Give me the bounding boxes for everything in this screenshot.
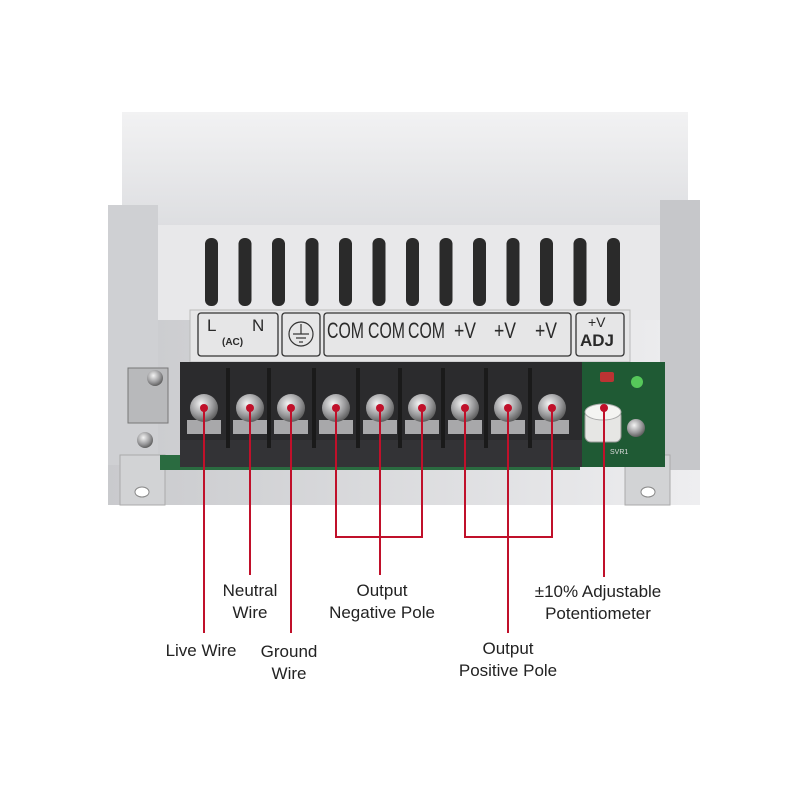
terminal-label-strip xyxy=(189,309,631,363)
label-n: N xyxy=(252,316,265,335)
vent-slot xyxy=(238,238,252,306)
chassis xyxy=(108,112,700,506)
label-adj-top: +V xyxy=(588,314,606,330)
label-ac: (AC) xyxy=(222,337,244,348)
terminal-divider xyxy=(441,368,445,448)
callout-negative-line2: Negative Pole xyxy=(329,603,435,622)
label-vplus-1: +V xyxy=(454,318,477,343)
terminal-divider xyxy=(226,368,230,448)
callout-neutral-line1: Neutral xyxy=(222,581,278,600)
vent-slot xyxy=(205,238,218,306)
label-l: L xyxy=(207,316,217,335)
callout-neutral-line2: Wire xyxy=(232,603,268,622)
vent-slot xyxy=(406,238,419,306)
callout-ground-line2: Wire xyxy=(271,664,307,683)
label-vplus-3: +V xyxy=(535,318,558,343)
vent-slot xyxy=(573,238,587,306)
label-com-2: COM xyxy=(368,318,405,343)
label-com-1: COM xyxy=(327,318,364,343)
callout-pot-line1: ±10% Adjustable xyxy=(534,582,662,601)
terminal-divider xyxy=(267,368,271,448)
callout-pot-line2: Potentiometer xyxy=(545,604,651,623)
vent-slot xyxy=(540,238,553,306)
vent-slot xyxy=(439,238,453,306)
terminal-divider xyxy=(484,368,488,448)
vent-slot xyxy=(305,238,319,306)
vent-slot xyxy=(339,238,352,306)
callout-lines xyxy=(200,404,608,633)
callout-positive-line2: Positive Pole xyxy=(458,661,558,680)
callout-ground-line1: Ground xyxy=(260,642,318,661)
terminal-divider xyxy=(528,368,532,448)
callout-positive-line1: Output xyxy=(482,639,534,658)
vent-slot xyxy=(372,238,386,306)
terminal-divider xyxy=(398,368,402,448)
vent-slot xyxy=(506,238,520,306)
ground-symbol-icon xyxy=(288,321,314,347)
vent-slot xyxy=(607,238,620,306)
label-com-3: COM xyxy=(408,318,445,343)
ventilation-slots xyxy=(205,238,620,306)
label-adj: ADJ xyxy=(580,331,615,350)
pcb-mark-svr1: SVR1 xyxy=(610,449,629,456)
terminal-divider xyxy=(312,368,316,448)
label-vplus-2: +V xyxy=(494,318,517,343)
callout-negative-line1: Output xyxy=(356,581,408,600)
terminal-divider xyxy=(356,368,360,448)
vent-slot xyxy=(272,238,285,306)
vent-slot xyxy=(473,238,486,306)
callout-live-wire: Live Wire xyxy=(165,641,237,660)
